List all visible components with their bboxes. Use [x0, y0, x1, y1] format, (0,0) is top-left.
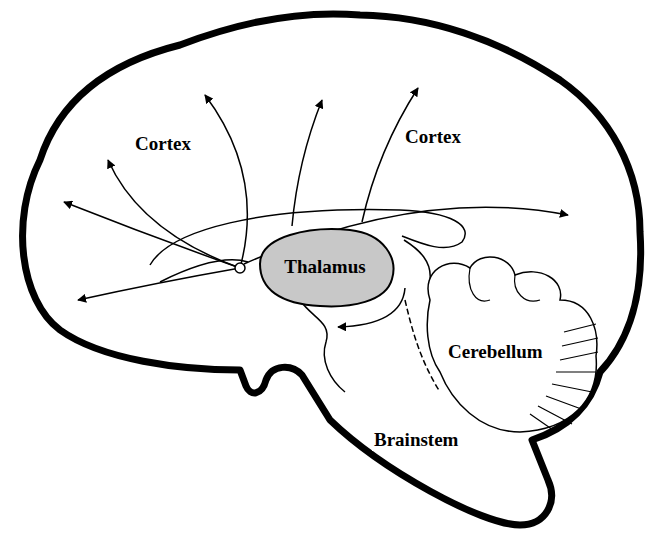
region-name: Thalamus — [284, 257, 365, 278]
fornix-line — [160, 260, 248, 282]
cerebellum-fold — [515, 275, 540, 301]
projection-arrow — [78, 268, 240, 300]
brain-outline — [23, 14, 641, 525]
origin-dot — [235, 263, 245, 273]
projection-arrow — [362, 88, 418, 222]
part-name: Cortex — [403, 127, 463, 148]
pineal-line — [404, 240, 430, 280]
part-name: Cerebellum — [446, 342, 545, 363]
cerebellum-fold — [469, 268, 490, 301]
projection-arrow — [108, 160, 240, 268]
part-name: Brainstem — [372, 430, 460, 451]
part-name: Cortex — [133, 134, 193, 155]
cerebellum-folia — [530, 324, 598, 432]
projection-arrow — [205, 95, 247, 268]
midbrain-line — [300, 300, 345, 392]
thalamus-region: Thalamus — [250, 224, 400, 310]
projection-arrow — [292, 100, 322, 226]
thalamus-outline — [260, 229, 393, 306]
